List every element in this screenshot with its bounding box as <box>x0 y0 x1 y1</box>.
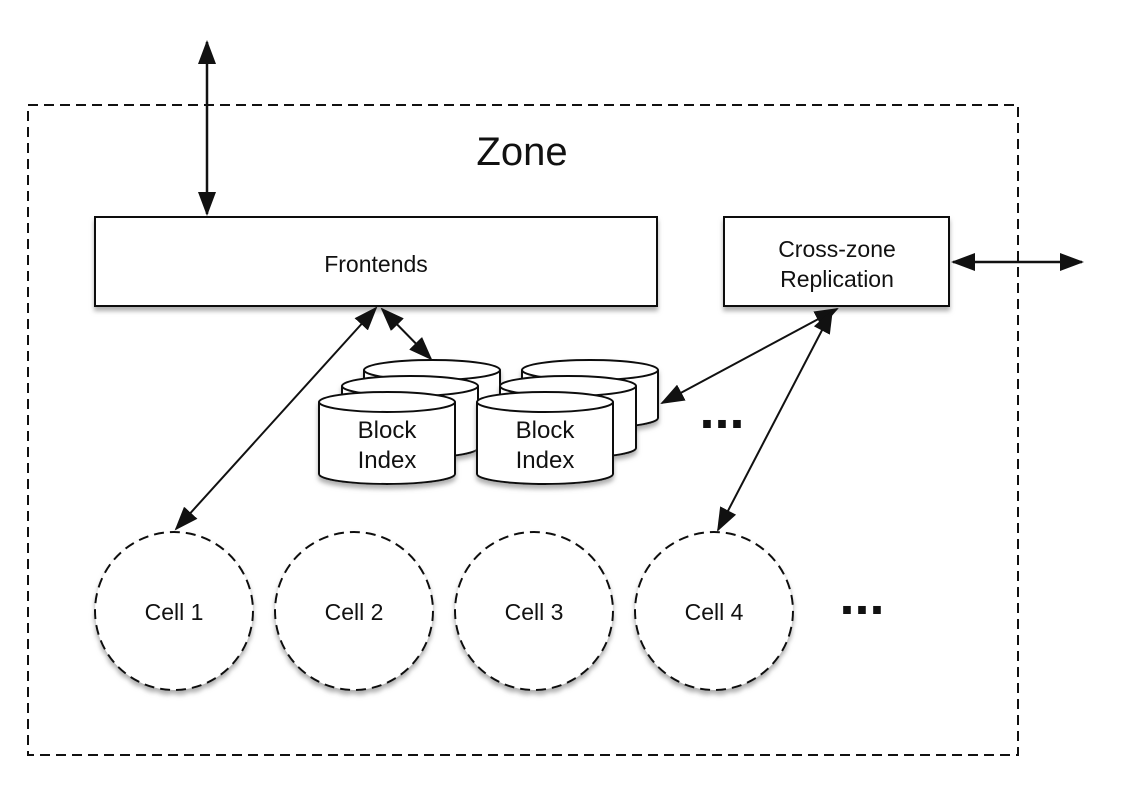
replication-blockindex-arrow <box>660 308 839 404</box>
replication-label-line2: Replication <box>780 266 894 292</box>
block-index-2-label-line2: Index <box>516 447 575 474</box>
cell-1: Cell 1 <box>94 531 254 691</box>
block-index-group-2 <box>476 359 659 485</box>
cell-4: Cell 4 <box>634 531 794 691</box>
cell-3: Cell 3 <box>454 531 614 691</box>
cell-4-label: Cell 4 <box>685 599 744 625</box>
frontends-blockindex-arrow <box>380 307 433 361</box>
replication-box: Cross-zone Replication <box>723 216 950 307</box>
frontends-cell1-arrow <box>174 306 378 531</box>
cell-3-label: Cell 3 <box>505 599 564 625</box>
block-index-1-label-line1: Block <box>358 417 418 444</box>
replication-cell4-arrow <box>717 309 833 532</box>
block-index-cylinder-front <box>476 391 614 485</box>
cell-1-label: Cell 1 <box>145 599 204 625</box>
block-index-ellipsis: ... <box>699 380 744 440</box>
cell-2: Cell 2 <box>274 531 434 691</box>
frontends-label: Frontends <box>324 251 428 277</box>
cell-2-label: Cell 2 <box>325 599 384 625</box>
replication-label-line1: Cross-zone <box>778 236 896 262</box>
frontends-box: Frontends <box>94 216 658 307</box>
block-index-2-label-line1: Block <box>516 417 576 444</box>
zone-boundary <box>27 104 1019 756</box>
cells-ellipsis: ... <box>839 566 884 626</box>
block-index-1-label-line2: Index <box>358 447 417 474</box>
zone-title: Zone <box>476 130 567 174</box>
